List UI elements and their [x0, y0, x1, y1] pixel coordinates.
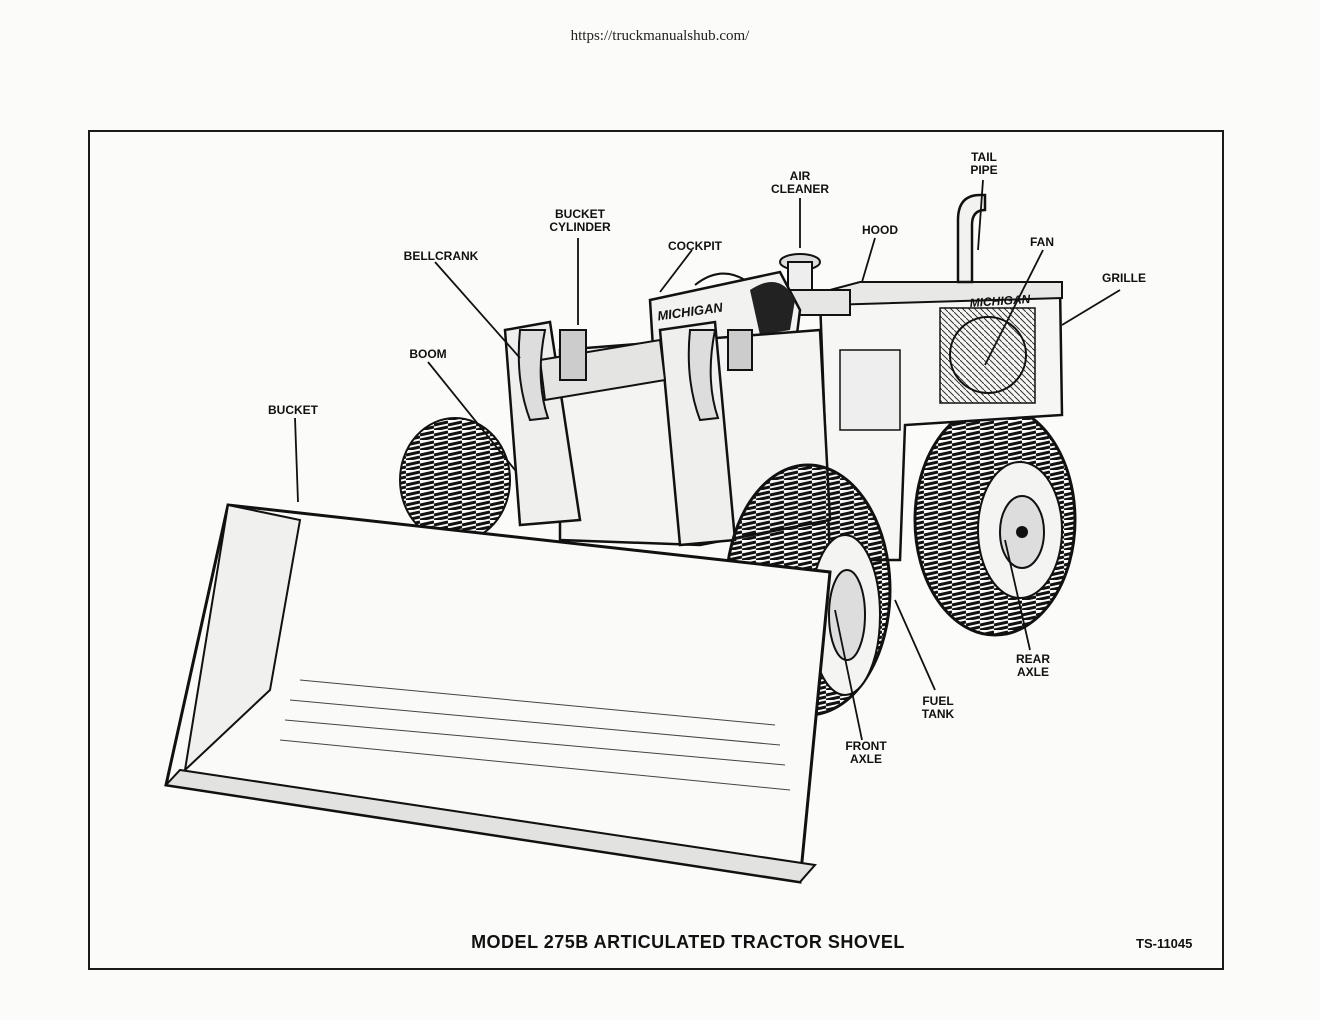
label-cockpit: COCKPIT — [668, 239, 722, 253]
label-fan: FAN — [1030, 235, 1054, 249]
label-fuel-tank: FUEL TANK — [921, 694, 955, 721]
leader-lines — [294, 179, 1121, 741]
bellcrank — [517, 329, 720, 422]
bucket-cylinder — [559, 329, 753, 381]
label-air-cleaner: AIR CLEANER — [770, 169, 830, 196]
figure-id: TS-11045 — [1136, 936, 1193, 951]
label-rear-axle: REAR AXLE — [1015, 652, 1051, 679]
label-boom: BOOM — [409, 347, 447, 361]
rear-left-tire — [399, 417, 511, 543]
source-url: https://truckmanualshub.com/ — [570, 28, 750, 44]
label-bellcrank: BELLCRANK — [403, 249, 479, 263]
label-bucket-cylinder: BUCKET CYLINDER — [549, 207, 611, 234]
label-hood: HOOD — [862, 223, 898, 237]
figure-caption: MODEL 275B ARTICULATED TRACTOR SHOVEL — [471, 932, 905, 952]
label-grille: GRILLE — [1102, 271, 1146, 285]
label-bucket: BUCKET — [268, 403, 318, 417]
figure-frame — [88, 130, 1224, 970]
rear-right-tire — [913, 403, 1077, 637]
tail-pipe — [956, 193, 987, 284]
label-front-axle: FRONT AXLE — [845, 739, 887, 766]
bucket — [163, 503, 832, 884]
label-tail-pipe: TAIL PIPE — [970, 150, 998, 177]
engine-housing — [818, 281, 1064, 562]
